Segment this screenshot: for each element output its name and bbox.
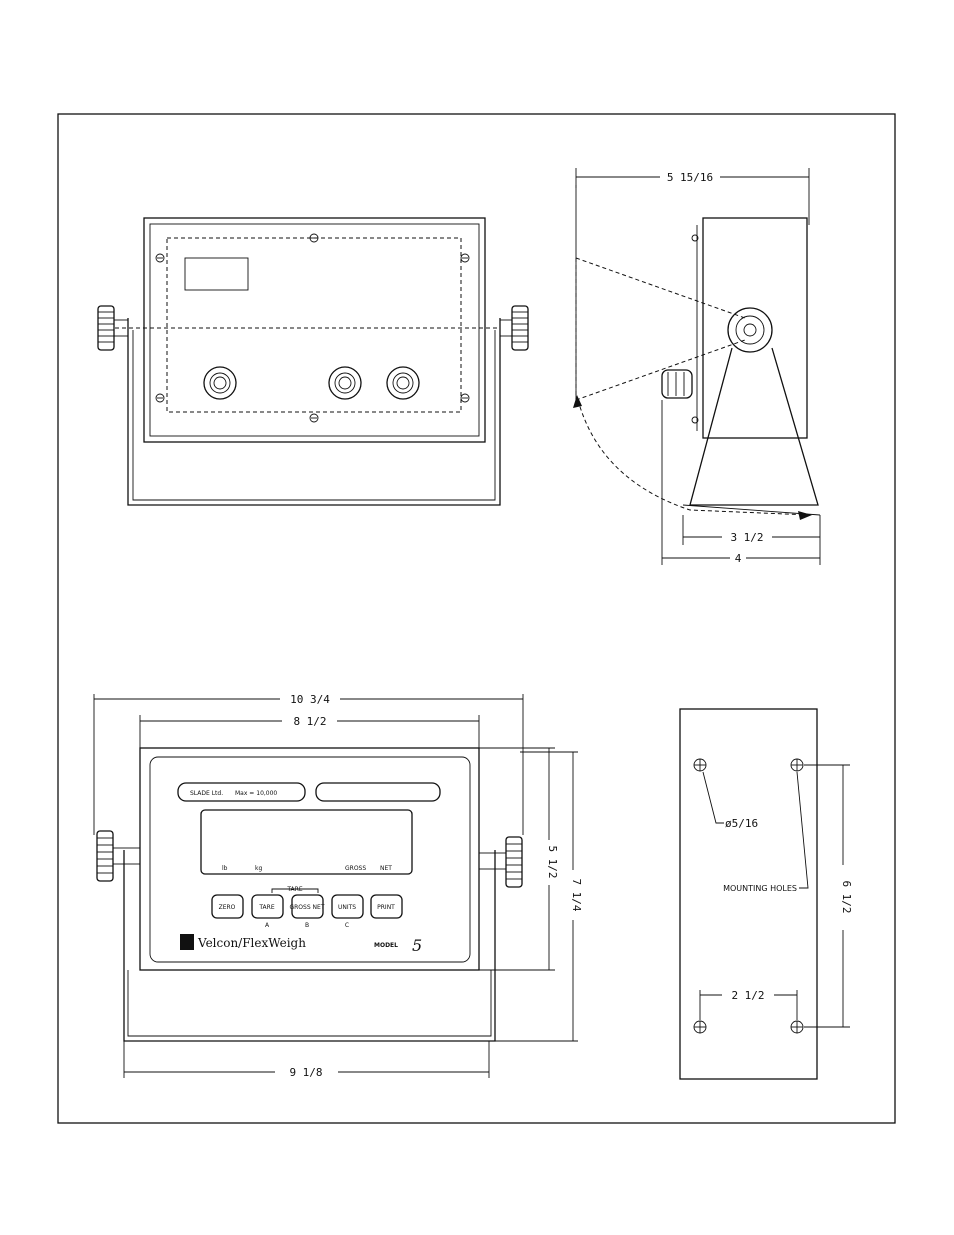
side-enclosure [703,218,807,438]
side-pivot-knob [728,308,772,352]
dim-enclosure-height: 5 1/2 [546,845,559,878]
side-view: 5 15/16 3 1/2 4 [573,168,820,565]
dim-base-width: 9 1/8 [289,1066,322,1079]
dim-side-height: 5 15/16 [667,171,713,184]
front-knob-right [479,837,522,887]
dim-overall-width: 10 3/4 [290,693,330,706]
side-bracket [690,348,818,505]
dim-hole-spacing-x: 2 1/2 [731,989,764,1002]
key-units[interactable]: UNITS C [332,895,363,929]
mounting-holes-label: MOUNTING HOLES [723,884,797,893]
key-tare-sub: A [265,922,270,929]
base-plate [680,709,817,1079]
model-label: MODEL [374,942,398,949]
front-view: 10 3/4 8 1/2 SLADE Ltd. Max = 10,000 lb … [94,693,583,1079]
display-mark-gross: GROSS [345,865,366,872]
drawing-frame [58,114,895,1123]
key-units-sub: C [345,922,349,929]
brand-logo-icon [180,934,194,950]
rear-panel-dashed [167,238,461,412]
dim-side-depth: 4 [735,552,742,565]
rear-cable-glands [204,367,419,399]
key-group-label: TARE [286,886,302,893]
display-mark-lb: lb [222,865,228,872]
key-units-label: UNITS [338,904,356,911]
label-capacity-text: Max = 10,000 [235,790,277,797]
key-tare-label: TARE [258,904,274,911]
display-mark-net: NET [380,865,392,872]
base-plate-view: ø5/16 MOUNTING HOLES 2 1/2 6 1/2 [680,709,853,1079]
key-zero[interactable]: ZERO [212,895,243,918]
model-number: 5 [412,936,422,955]
key-gross-net-sub: B [305,922,309,929]
front-knob-left [97,831,140,881]
front-panel [150,757,470,962]
rear-enclosure-inner [150,224,479,436]
key-tare[interactable]: TARE A [252,895,283,929]
key-print-label: PRINT [377,904,395,911]
dim-overall-height: 7 1/4 [570,878,583,911]
dim-hole-spacing-y: 6 1/2 [840,880,853,913]
rear-enclosure [144,218,485,442]
rear-view [98,218,528,505]
key-gross-net-label: GROSS NET [289,904,324,911]
dim-side-base: 3 1/2 [730,531,763,544]
display-mark-kg: kg [255,865,262,872]
rear-label-window [185,258,248,290]
dim-hole-diameter: ø5/16 [725,817,758,830]
front-bracket [124,850,495,1041]
label-left-text: SLADE Ltd. [190,790,223,797]
rear-knob-right [500,306,528,350]
key-zero-label: ZERO [219,904,236,911]
brand-name: Velcon/FlexWeigh [197,936,306,950]
key-print[interactable]: PRINT [371,895,402,918]
side-cable-gland [662,370,692,398]
label-window-right [316,783,440,801]
key-gross-net[interactable]: GROSS NET B [289,895,324,929]
dim-enclosure-width: 8 1/2 [293,715,326,728]
